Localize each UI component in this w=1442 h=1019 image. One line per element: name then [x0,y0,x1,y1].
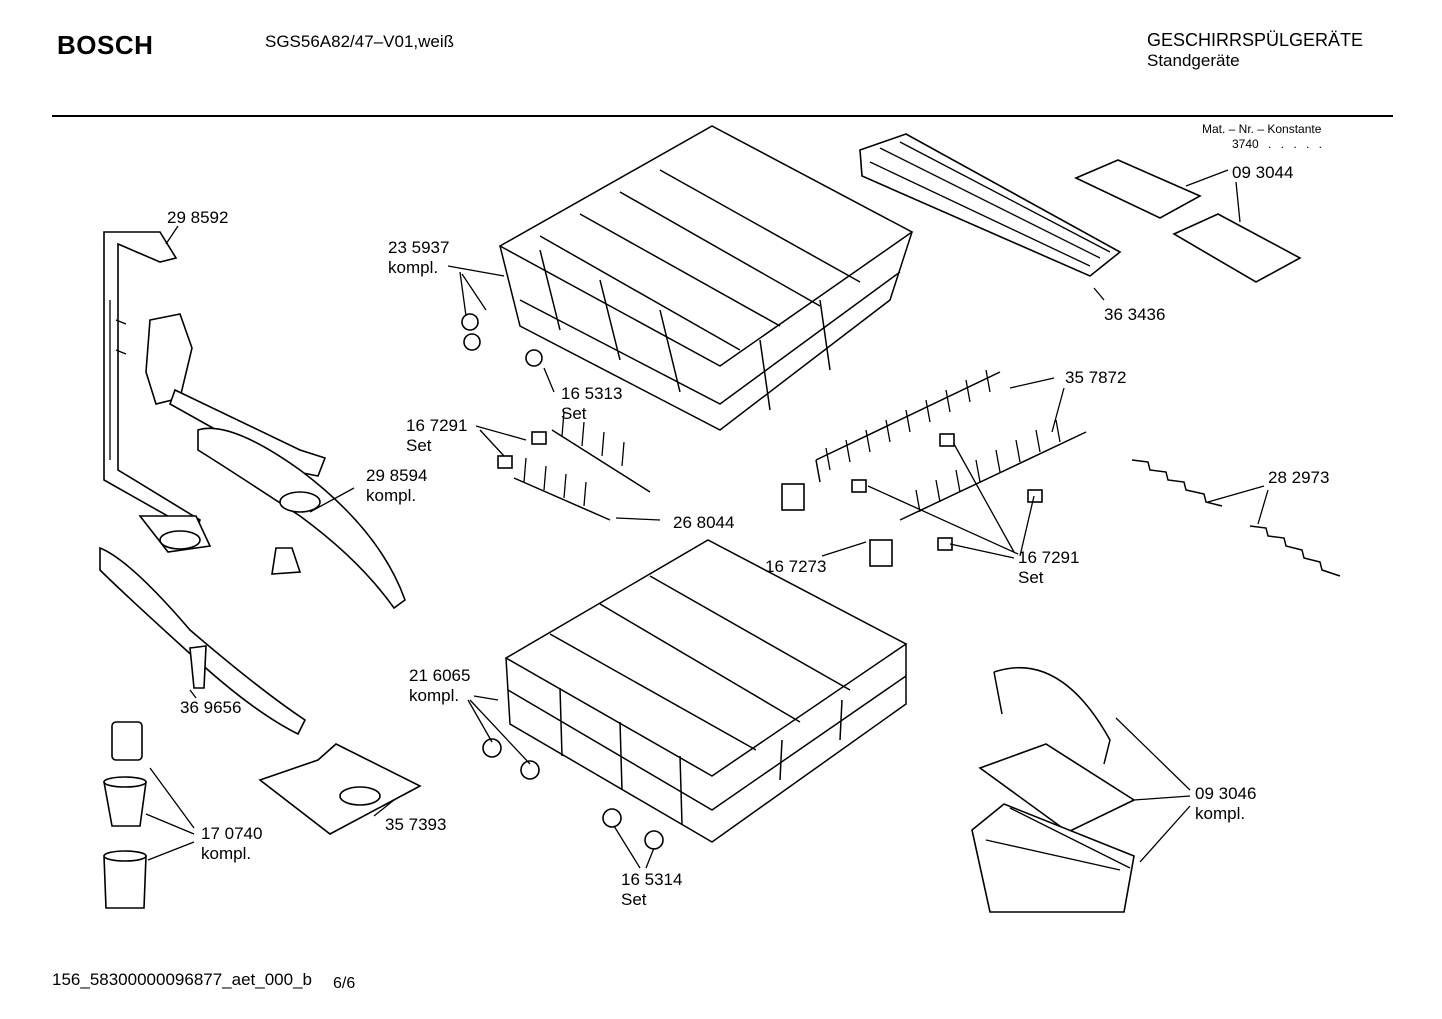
part-number: 35 7872 [1065,368,1127,387]
header-divider [52,115,1393,117]
leader-lines [145,169,1269,869]
spray-arm-drawing [99,546,307,736]
part-number: 16 5313 [561,384,623,403]
mat-number-dots: . . . . . [1268,137,1326,151]
part-label: 35 7872 [1065,368,1126,388]
cutlery-tray-drawing [859,133,1122,277]
part-label: 16 7291 Set [406,416,467,456]
small-tine-row-drawing [513,411,651,521]
flat-filter-drawing [258,743,422,835]
part-label: 26 8044 [673,513,734,533]
category-title: GESCHIRRSPÜLGERÄTE [1147,30,1364,50]
filter-drawing [103,721,147,909]
mat-number-label: Mat. – Nr. – Konstante [1202,122,1322,136]
part-label: 23 5937 kompl. [388,238,449,278]
step-strip-drawing [1131,459,1341,577]
part-label: 36 3436 [1104,305,1165,325]
upper-arm-drawing [145,313,327,477]
part-number: 16 7291 [1018,548,1080,567]
part-label: 16 5314 Set [621,870,682,910]
part-label: 16 7273 [765,557,826,577]
lower-basket-drawing [504,539,908,843]
rack-insert-drawing [1074,159,1302,283]
part-number: 09 3046 [1195,784,1257,803]
part-number: 16 7291 [406,416,468,435]
part-note: kompl. [1195,804,1246,823]
lower-spray-arm-drawing [197,427,406,610]
part-label: 09 3046 kompl. [1195,784,1256,824]
wheel-drawing [461,313,664,850]
supply-pipe-drawing [103,231,212,553]
part-label: 35 7393 [385,815,446,835]
part-note: Set [406,436,432,455]
part-label: 29 8594 kompl. [366,466,427,506]
cutlery-basket-drawing [971,667,1136,913]
part-note: kompl. [366,486,417,505]
part-note: kompl. [201,844,252,863]
page-number: 6/6 [333,975,356,992]
part-number: 26 8044 [673,513,735,532]
tine-row-drawing [815,369,1087,521]
part-label: 09 3044 [1232,163,1293,183]
part-note: Set [1018,568,1044,587]
part-label: 36 9656 [180,698,241,718]
part-number: 35 7393 [385,815,447,834]
mat-number-value: 3740 [1232,137,1259,151]
part-note: kompl. [388,258,439,277]
category-subtitle: Standgeräte [1147,51,1240,70]
part-label: 16 5313 Set [561,384,622,424]
clip-drawing [497,431,1043,567]
part-label: 17 0740 kompl. [201,824,262,864]
document-id: 156_58300000096877_aet_000_b [52,970,312,989]
part-number: 21 6065 [409,666,471,685]
part-label: 16 7291 Set [1018,548,1079,588]
part-note: Set [621,890,647,909]
part-number: 36 9656 [180,698,242,717]
upper-basket-drawing [498,125,914,431]
part-number: 16 5314 [621,870,683,889]
part-number: 09 3044 [1232,163,1294,182]
part-label: 28 2973 [1268,468,1329,488]
part-number: 16 7273 [765,557,827,576]
part-number: 29 8592 [167,208,229,227]
part-number: 28 2973 [1268,468,1330,487]
part-number: 17 0740 [201,824,263,843]
part-number: 29 8594 [366,466,428,485]
part-note: Set [561,404,587,423]
part-number: 36 3436 [1104,305,1166,324]
model-number: SGS56A82/47–V01,weiß [265,32,455,51]
part-label: 29 8592 [167,208,228,228]
brand-logo: BOSCH [57,30,154,60]
part-label: 21 6065 kompl. [409,666,470,706]
part-note: kompl. [409,686,460,705]
part-number: 23 5937 [388,238,450,257]
